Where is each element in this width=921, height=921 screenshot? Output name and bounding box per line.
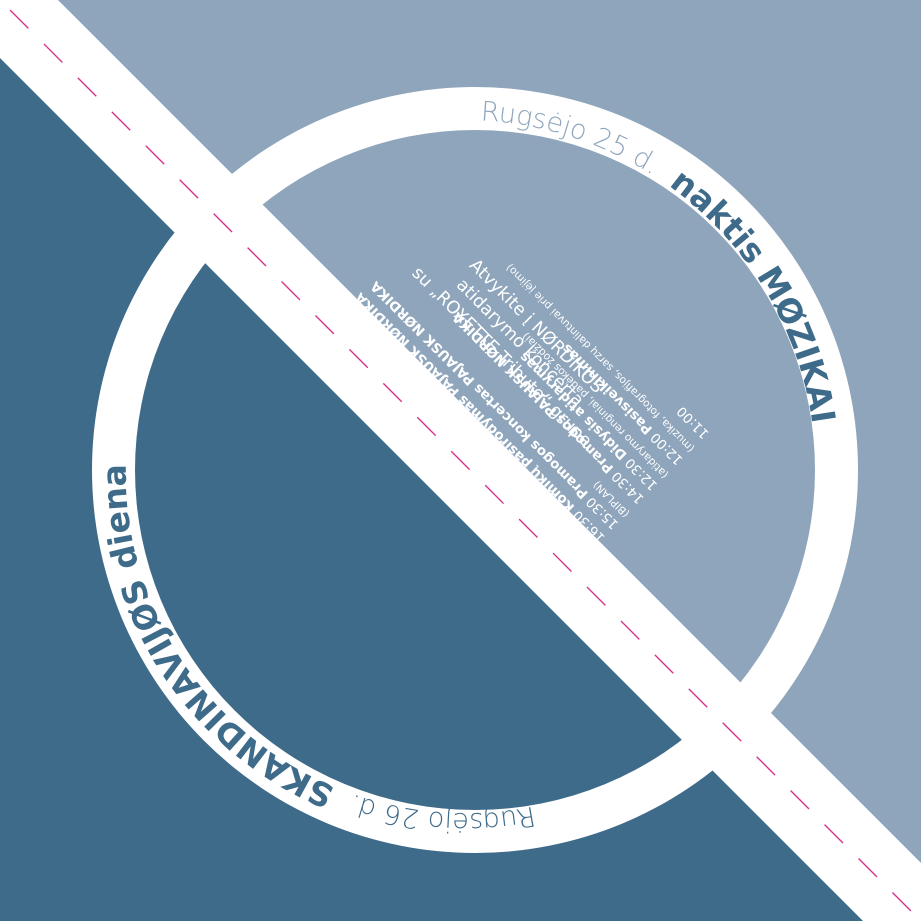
diagonal-dashed-line xyxy=(9,9,912,912)
